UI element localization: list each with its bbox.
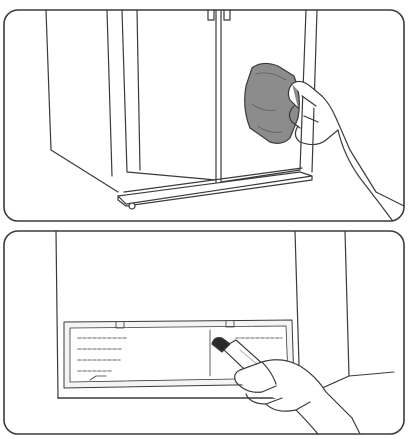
bottom-panel bbox=[4, 231, 404, 434]
foot-left bbox=[129, 203, 135, 209]
top-panel bbox=[4, 10, 404, 221]
